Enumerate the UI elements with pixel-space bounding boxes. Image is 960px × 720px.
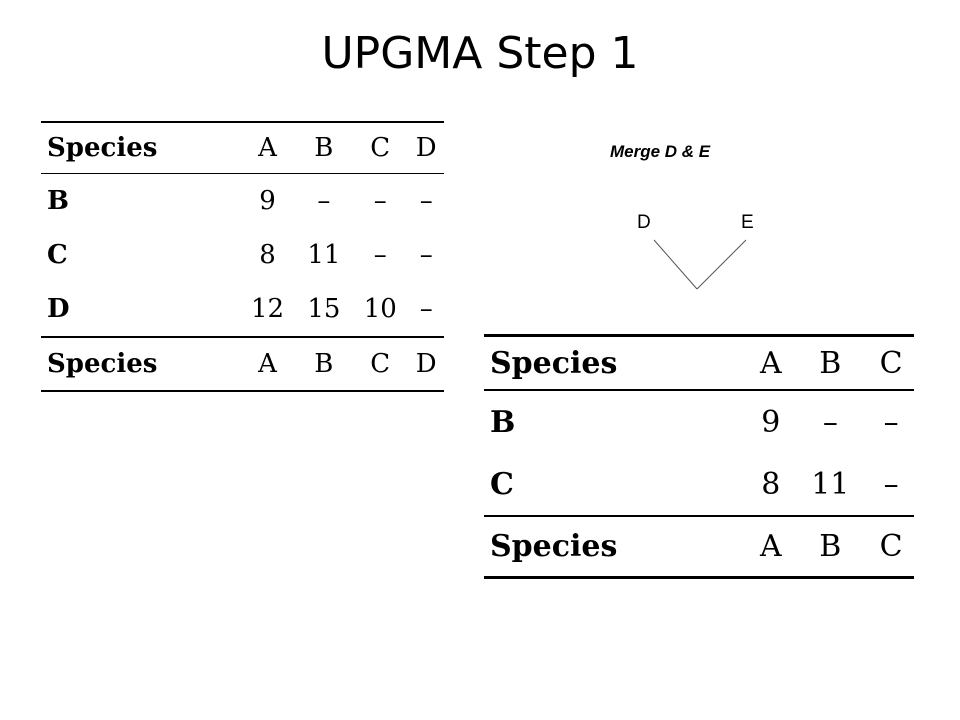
footer-species: Species	[484, 515, 750, 579]
header-a: A	[239, 121, 296, 174]
cell: –	[317, 186, 331, 216]
footer-a: A	[239, 336, 296, 392]
footer-a: A	[749, 515, 793, 579]
header-a: A	[749, 334, 793, 391]
cell: 15	[307, 294, 341, 324]
row-label: B	[490, 404, 516, 440]
table-row: B 9 – –	[484, 390, 914, 453]
slide-title: UPGMA Step 1	[321, 28, 639, 79]
table-footer-row: Species A B C D	[41, 336, 444, 392]
footer-c: C	[352, 336, 409, 392]
cell: 8	[259, 240, 276, 270]
cell: –	[883, 404, 899, 440]
footer-d: D	[408, 336, 444, 392]
header-b: B	[792, 334, 869, 391]
row-label: C	[490, 466, 514, 502]
cell: –	[419, 240, 433, 270]
table-footer-row: Species A B C	[484, 515, 914, 579]
table-row: D 12 15 10 –	[41, 282, 444, 337]
table-header-row: Species A B C	[484, 334, 914, 391]
cell: 9	[259, 186, 276, 216]
cell: 11	[811, 466, 850, 502]
cell: –	[822, 404, 838, 440]
table-row: C 8 11 –	[484, 453, 914, 516]
distance-table-original: Species A B C D B 9 – – – C 8 11 – – D 1…	[41, 121, 444, 392]
header-c: C	[868, 334, 914, 391]
footer-species: Species	[41, 336, 240, 392]
cell: 9	[761, 404, 781, 440]
header-d: D	[408, 121, 444, 174]
row-label: D	[47, 294, 70, 324]
merge-caption: Merge D & E	[610, 142, 711, 161]
table-row: B 9 – – –	[41, 174, 444, 229]
cell: 11	[307, 240, 341, 270]
cell: –	[373, 240, 387, 270]
footer-b: B	[792, 515, 869, 579]
table-header-row: Species A B C D	[41, 121, 444, 174]
tree-leaf-d: D	[637, 212, 651, 233]
cell: –	[419, 186, 433, 216]
tree-leaf-e: E	[741, 212, 754, 233]
footer-b: B	[295, 336, 353, 392]
header-species: Species	[484, 334, 750, 391]
header-c: C	[352, 121, 409, 174]
footer-c: C	[868, 515, 914, 579]
header-b: B	[295, 121, 353, 174]
tree-branch-d	[653, 239, 698, 290]
table-row: C 8 11 – –	[41, 228, 444, 282]
distance-table-reduced: Species A B C B 9 – – C 8 11 – Species A…	[484, 334, 914, 579]
cell: 10	[363, 294, 397, 324]
cell: –	[373, 186, 387, 216]
row-label: B	[47, 186, 69, 216]
cell: 12	[250, 294, 285, 324]
cell: –	[883, 466, 899, 502]
tree-branch-e	[696, 239, 747, 290]
cell: 8	[761, 466, 781, 502]
cell: –	[419, 294, 433, 324]
header-species: Species	[41, 121, 240, 174]
row-label: C	[47, 240, 68, 270]
